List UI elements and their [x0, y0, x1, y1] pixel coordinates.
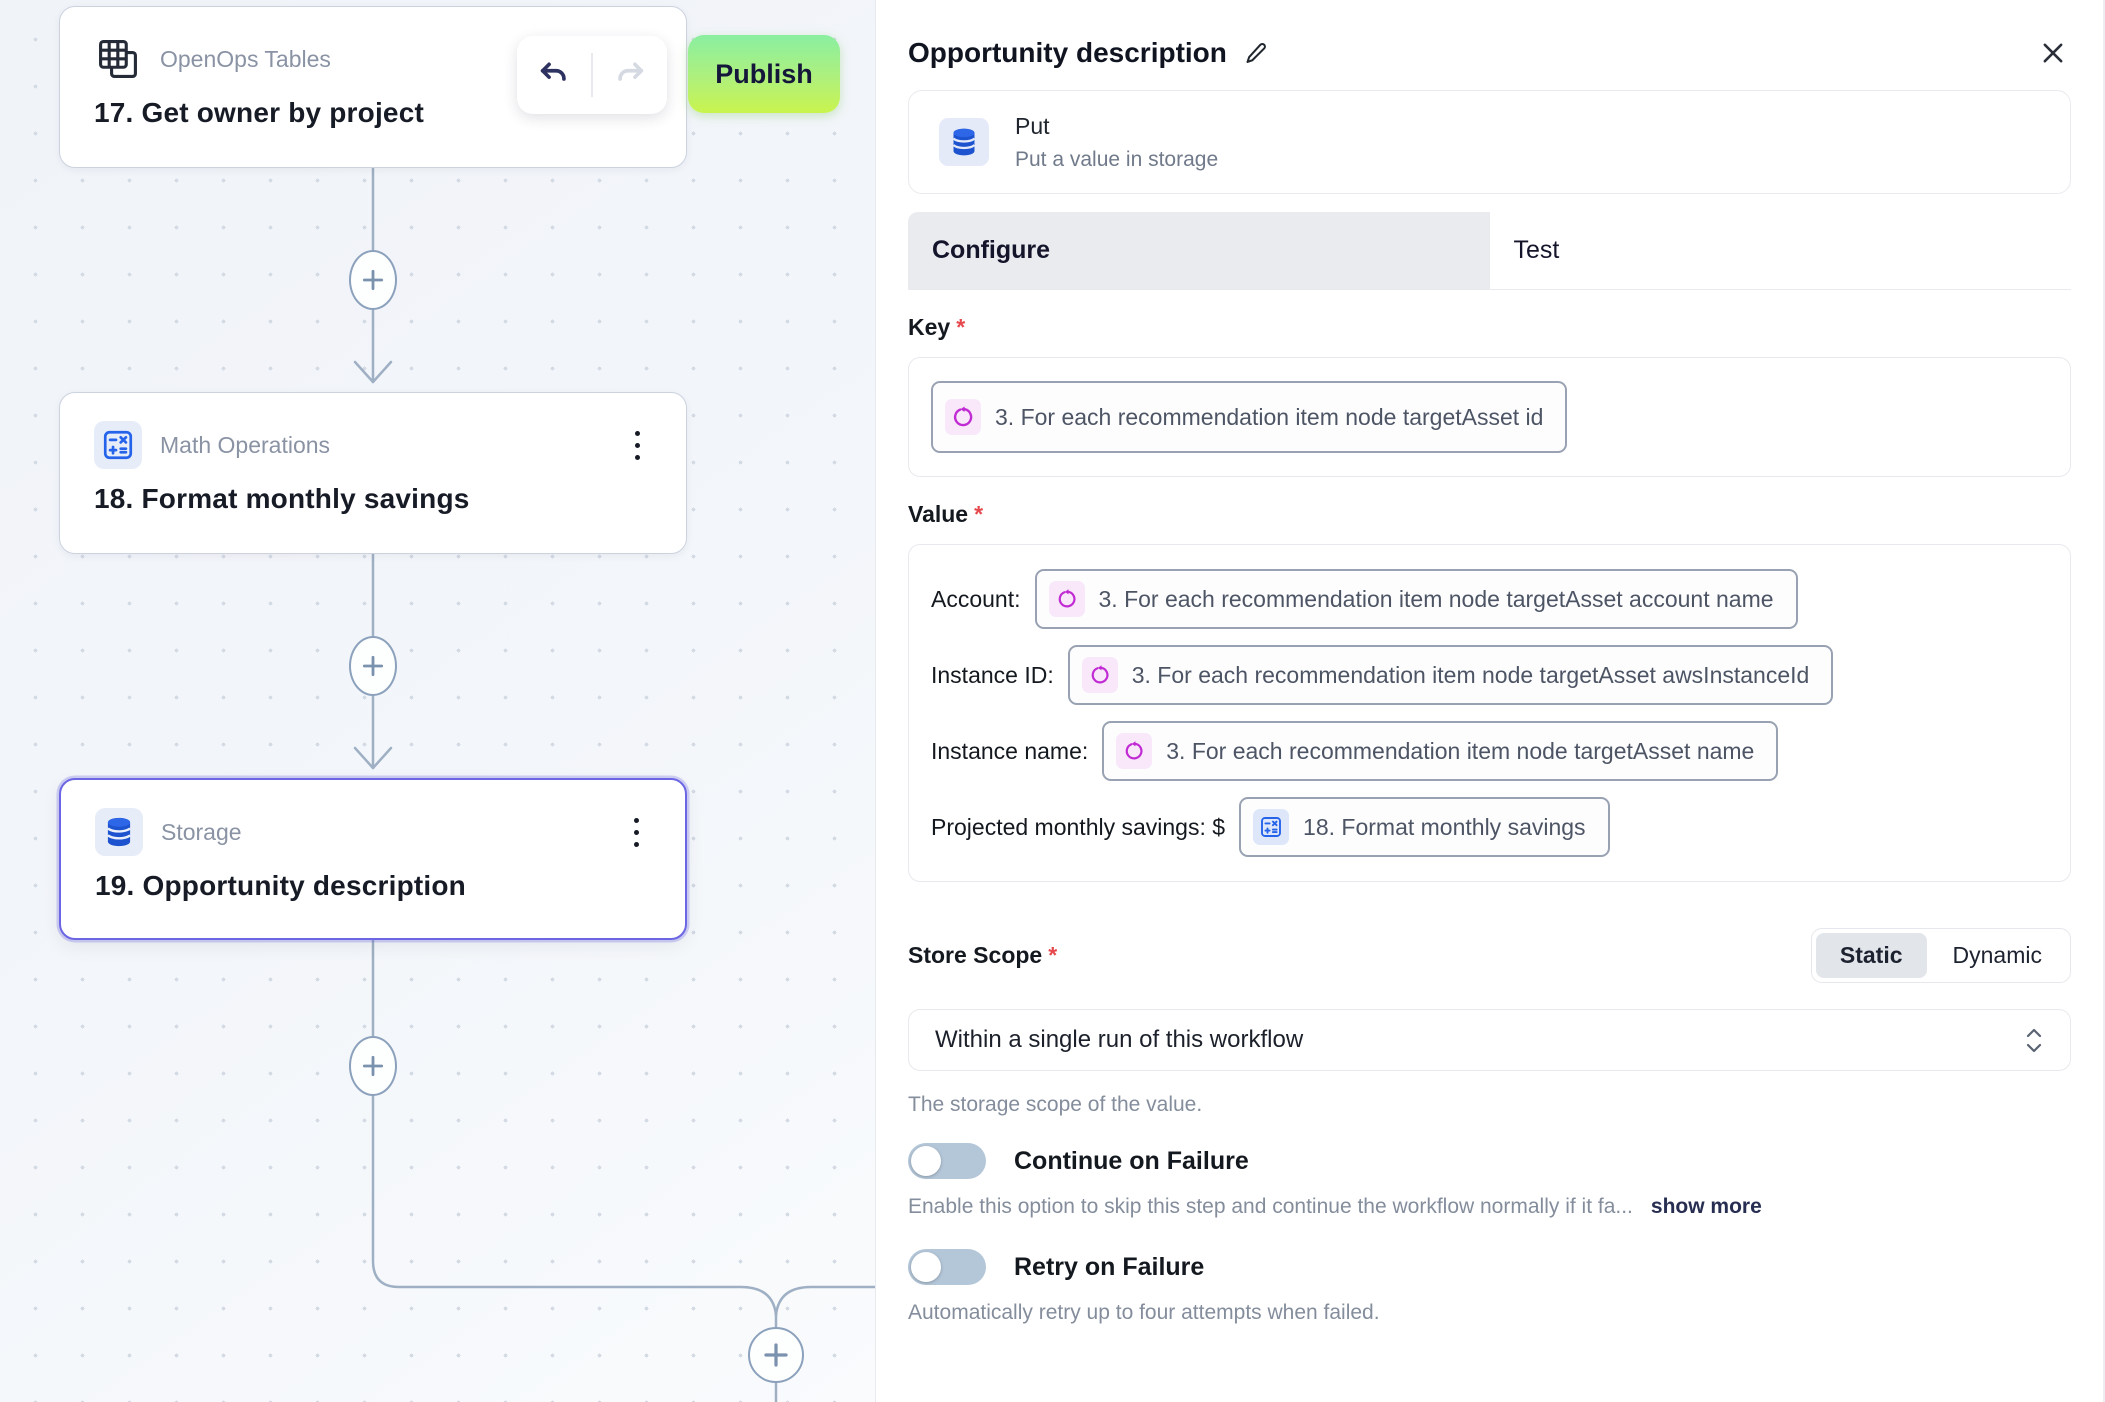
add-step-button[interactable]	[349, 1036, 397, 1096]
store-scope-label: Store Scope*	[908, 942, 1058, 968]
toolbar-divider	[591, 53, 593, 97]
action-summary-card: Put Put a value in storage	[908, 90, 2071, 194]
store-scope-selected-value: Within a single run of this workflow	[935, 1026, 1304, 1053]
required-asterisk: *	[974, 501, 984, 527]
node-menu-kebab-icon[interactable]	[621, 812, 651, 852]
redo-icon[interactable]	[593, 36, 667, 114]
node-piece-name: Storage	[161, 818, 242, 845]
value-field-label: Value*	[908, 501, 984, 527]
panel-tabs: Configure Test	[908, 212, 2071, 290]
close-panel-icon[interactable]	[2035, 35, 2071, 71]
value-token-chip[interactable]: 3. For each recommendation item node tar…	[1102, 721, 1779, 781]
node-title: 17. Get owner by project	[94, 97, 424, 128]
store-scope-helper: The storage scope of the value.	[908, 1093, 1203, 1116]
loop-icon	[1116, 733, 1153, 769]
node-piece-name: Math Operations	[160, 431, 331, 458]
key-token-chip[interactable]: 3. For each recommendation item node tar…	[931, 381, 1568, 453]
value-row-prefix: Projected monthly savings: $	[931, 813, 1226, 840]
flow-connectors	[353, 166, 875, 1402]
key-input[interactable]: 3. For each recommendation item node tar…	[908, 357, 2071, 477]
static-option[interactable]: Static	[1815, 933, 1927, 978]
node-menu-kebab-icon[interactable]	[622, 425, 652, 465]
continue-on-failure-label: Continue on Failure	[1014, 1146, 1249, 1175]
database-icon	[939, 118, 989, 166]
dynamic-option[interactable]: Dynamic	[1952, 942, 2042, 968]
token-text: 3. For each recommendation item node tar…	[1098, 585, 1774, 612]
chevron-up-down-icon	[2024, 1028, 2044, 1053]
token-text: 18. Format monthly savings	[1303, 813, 1586, 840]
continue-on-failure-helper: Enable this option to skip this step and…	[908, 1195, 1633, 1218]
flow-node-19-opportunity-description[interactable]: Storage 19. Opportunity description	[59, 778, 687, 940]
database-icon	[95, 808, 143, 856]
edit-name-pencil-icon[interactable]	[1243, 40, 1270, 67]
add-step-button[interactable]	[349, 636, 397, 696]
retry-on-failure-toggle[interactable]	[908, 1249, 986, 1285]
token-text: 3. For each recommendation item node tar…	[1166, 737, 1755, 764]
add-step-button[interactable]	[349, 250, 397, 310]
tab-configure[interactable]: Configure	[908, 212, 1490, 289]
value-row: Instance name: 3. For each recommendatio…	[931, 721, 2048, 781]
undo-redo-toolbar	[517, 36, 667, 114]
node-piece-name: OpenOps Tables	[160, 45, 331, 72]
loop-icon	[945, 399, 981, 435]
tables-icon	[94, 35, 142, 83]
math-icon	[1253, 809, 1290, 845]
add-step-button[interactable]	[748, 1327, 804, 1383]
math-icon	[94, 421, 142, 469]
value-token-chip[interactable]: 3. For each recommendation item node tar…	[1067, 645, 1834, 705]
value-token-chip[interactable]: 18. Format monthly savings	[1239, 797, 1610, 857]
token-text: 3. For each recommendation item node tar…	[1131, 661, 1810, 688]
retry-on-failure-label: Retry on Failure	[1014, 1252, 1205, 1281]
panel-title: Opportunity description	[908, 37, 1227, 68]
action-name: Put	[1015, 112, 1050, 139]
flow-canvas[interactable]: OpenOps Tables 17. Get owner by project …	[0, 0, 875, 1402]
value-row-prefix: Instance name:	[931, 737, 1089, 764]
loop-icon	[1081, 657, 1118, 693]
retry-on-failure-helper: Automatically retry up to four attempts …	[908, 1301, 1380, 1324]
value-row: Instance ID: 3. For each recommendation …	[931, 645, 2048, 705]
action-description: Put a value in storage	[1015, 147, 1219, 171]
node-title: 18. Format monthly savings	[94, 483, 470, 514]
value-token-chip[interactable]: 3. For each recommendation item node tar…	[1034, 569, 1798, 629]
required-asterisk: *	[956, 314, 966, 340]
required-asterisk: *	[1048, 942, 1058, 968]
flow-node-18-format-monthly-savings[interactable]: Math Operations 18. Format monthly savin…	[59, 392, 687, 554]
show-more-link[interactable]: show more	[1650, 1195, 1762, 1218]
key-field-label: Key*	[908, 314, 966, 340]
value-input[interactable]: Account: 3. For each recommendation item…	[908, 544, 2071, 882]
undo-icon[interactable]	[517, 36, 591, 114]
token-text: 3. For each recommendation item node tar…	[995, 403, 1544, 430]
loop-icon	[1048, 581, 1085, 617]
value-row: Projected monthly savings: $ 18. Format …	[931, 797, 2048, 857]
value-row-prefix: Instance ID:	[931, 661, 1054, 688]
tab-test[interactable]: Test	[1513, 236, 1560, 264]
continue-on-failure-toggle[interactable]	[908, 1143, 986, 1179]
publish-button[interactable]: Publish	[688, 35, 840, 113]
store-scope-select[interactable]: Within a single run of this workflow	[908, 1009, 2071, 1071]
value-row: Account: 3. For each recommendation item…	[931, 569, 2048, 629]
step-settings-panel: Opportunity description	[875, 0, 2105, 1402]
static-dynamic-toggle: Static Dynamic	[1810, 928, 2071, 983]
value-row-prefix: Account:	[931, 585, 1021, 612]
node-title: 19. Opportunity description	[95, 870, 466, 901]
